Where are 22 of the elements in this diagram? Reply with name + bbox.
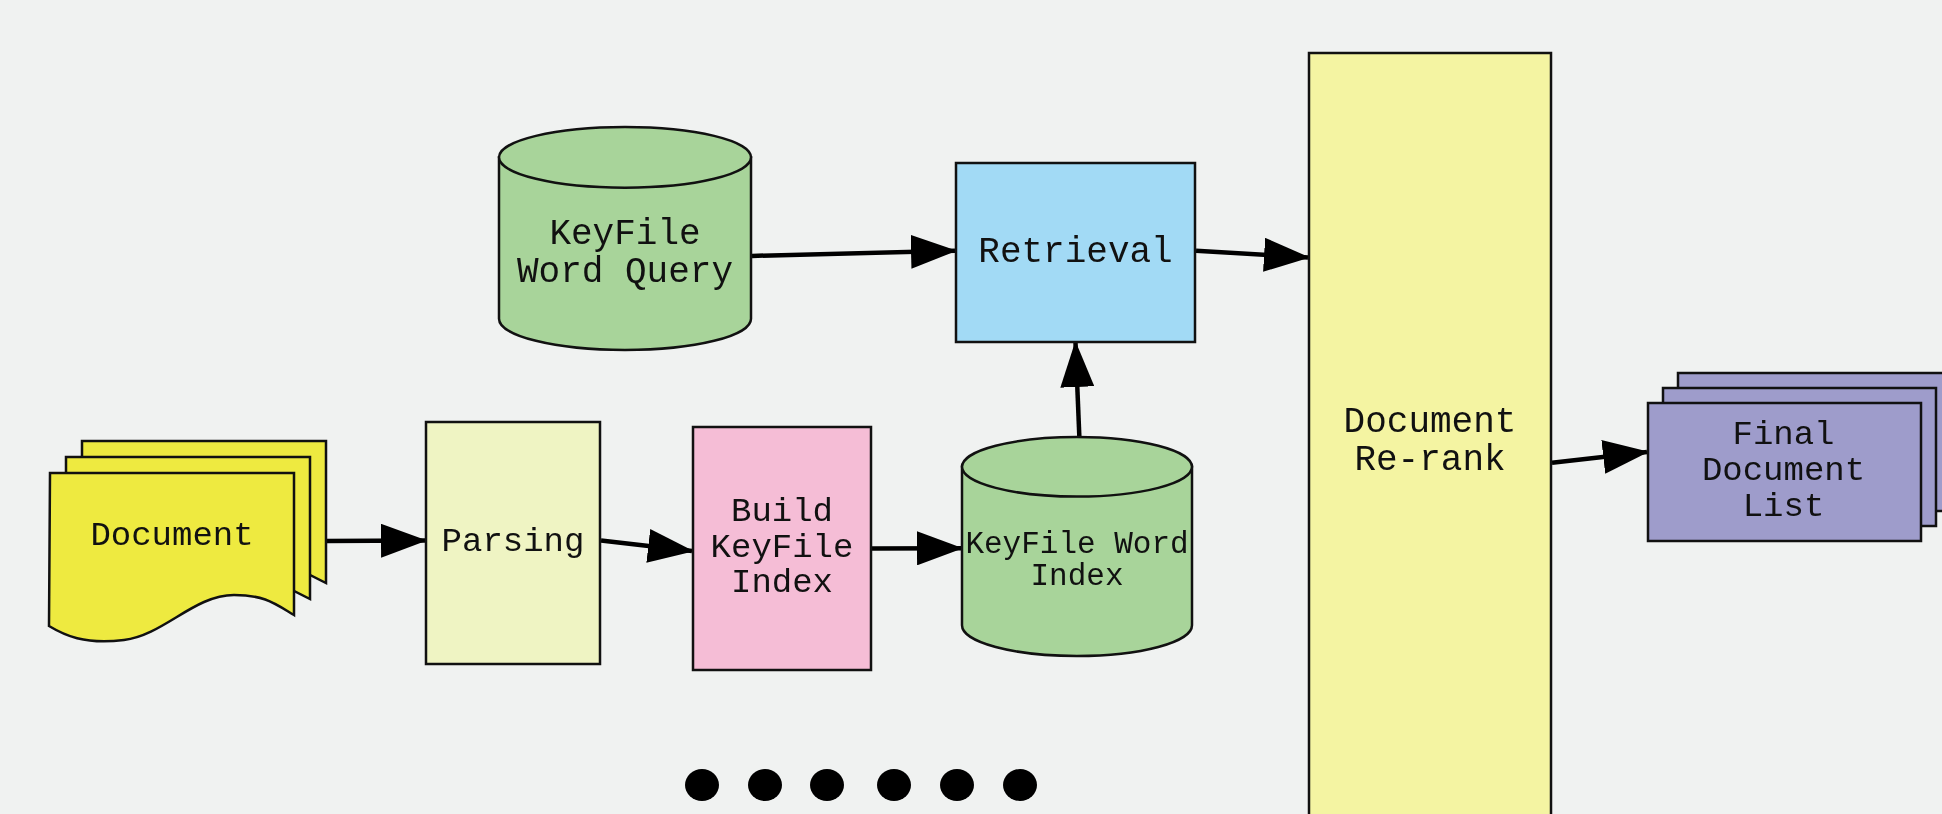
arrow (326, 523, 427, 558)
arrow (872, 531, 963, 566)
process-box (955, 162, 1196, 343)
process-box (1308, 52, 1552, 814)
database-cylinder (498, 126, 752, 350)
node-label: KeyFile Word Query (515, 215, 734, 292)
arrow (600, 529, 694, 563)
arrow (751, 234, 957, 269)
node-label: Build KeyFile Index (709, 494, 855, 603)
node-label: Parsing (441, 525, 585, 561)
node-label: Document Re-rank (1342, 404, 1518, 480)
process-box (425, 421, 601, 665)
process-box (692, 426, 872, 671)
node-label: KeyFile Word Index (965, 528, 1189, 594)
document-stack (50, 441, 326, 641)
arrow (1195, 237, 1310, 272)
node-label: Retrieval (978, 233, 1173, 272)
document-stack (1647, 372, 1942, 542)
node-label: Final Document List (1700, 418, 1867, 526)
node-label: Document (90, 519, 254, 555)
database-cylinder (961, 436, 1193, 656)
arrow (1551, 440, 1649, 474)
